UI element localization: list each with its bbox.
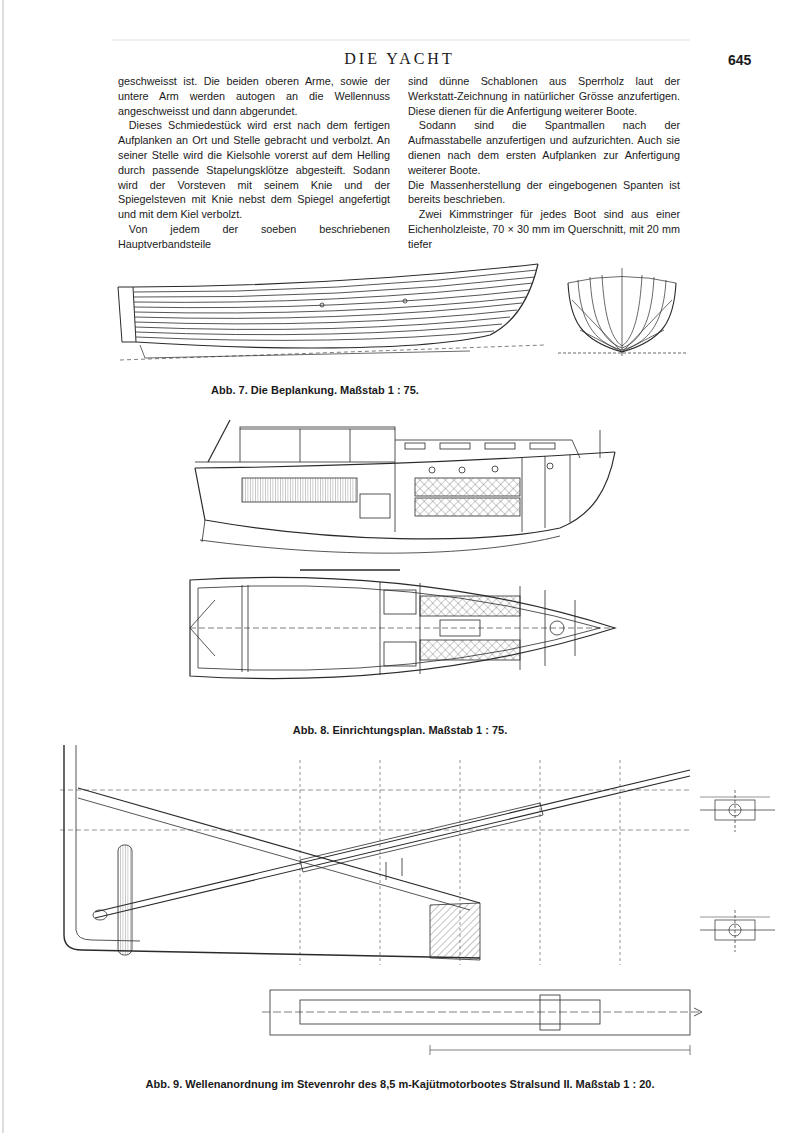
body-paragraph: Dieses Schmiedestück wird erst nach dem …: [118, 118, 390, 222]
keel-sections: [700, 790, 775, 952]
running-head: DIE YACHT: [0, 50, 799, 68]
text-column: sind dünne Schablonen aus Sperrholz laut…: [408, 74, 680, 252]
arrangement-profile: [195, 420, 615, 570]
planking-profile: [118, 264, 545, 360]
scan-edge: [3, 0, 4, 1133]
body-plan: [558, 268, 686, 356]
body-paragraph: geschweisst ist. Die beiden oberen Arme,…: [118, 74, 390, 118]
page-number: 645: [728, 52, 778, 68]
figure-caption: Abb. 7. Die Beplankung. Maßstab 1 : 75.: [170, 384, 460, 396]
body-paragraph: Von jedem der soeben beschriebenen Haupt…: [118, 222, 390, 252]
figure-caption: Abb. 8. Einrichtungsplan. Maßstab 1 : 75…: [240, 724, 560, 736]
text-column: geschweisst ist. Die beiden oberen Arme,…: [118, 74, 390, 252]
body-paragraph: Zwei Kimmstringer für jedes Boot sind au…: [408, 207, 680, 251]
body-paragraph: sind dünne Schablonen aus Sperrholz laut…: [408, 74, 680, 118]
arrangement-plan: [190, 577, 615, 678]
body-paragraph: Sodann sind die Spantmallen nach der Auf…: [408, 118, 680, 177]
body-paragraph: Die Massenherstellung der eingebogenen S…: [408, 178, 680, 208]
figure-caption: Abb. 9. Wellenanordnung im Stevenrohr de…: [60, 1078, 740, 1090]
shaft-arrangement: [60, 745, 702, 1055]
scan-edge: [112, 40, 690, 41]
